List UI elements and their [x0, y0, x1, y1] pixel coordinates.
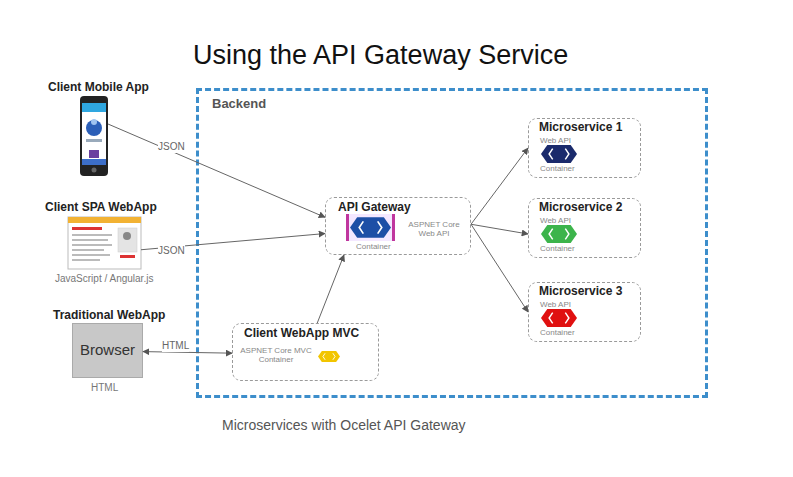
diagram-caption: Microservices with Ocelet API Gateway: [222, 417, 466, 433]
container-box: Client WebApp MVC ASPNET Core MVC Contain…: [232, 323, 379, 381]
container-icon: [318, 351, 340, 362]
node-heading: Client Mobile App: [48, 81, 149, 95]
container-box: Microservice 1Web API Container: [528, 118, 641, 178]
node-heading: Microservice 1: [539, 121, 622, 135]
container-box: Microservice 2Web API Container: [528, 198, 641, 258]
tech-note: Web API: [540, 216, 571, 225]
container-icon: [541, 145, 577, 163]
container-note: Container: [540, 244, 575, 253]
node-heading: Client SPA WebApp: [45, 201, 157, 215]
container-icon: [541, 225, 577, 243]
connector-arrow: [471, 148, 528, 224]
client-app: Client SPA WebAppJavaScript / Angular.js: [68, 217, 141, 269]
node-heading: API Gateway: [338, 201, 411, 215]
protocol-note: HTML: [91, 382, 118, 394]
connector-arrow: [471, 224, 528, 234]
container-icon: [541, 309, 577, 327]
node-heading: Traditional WebApp: [53, 309, 165, 323]
tech-note: Web API: [540, 136, 571, 145]
diagram-title: Using the API Gateway Service: [193, 40, 568, 71]
client-app: Client Mobile App: [80, 96, 108, 176]
tech-note: JavaScript / Angular.js: [55, 273, 153, 285]
node-heading: Microservice 3: [539, 285, 622, 299]
edge-label: JSON: [158, 245, 185, 257]
node-heading: Client WebApp MVC: [244, 327, 359, 341]
edge-label: JSON: [158, 141, 185, 153]
container-note: Container: [540, 328, 575, 337]
edge-label: HTML: [162, 340, 189, 352]
connector-arrow: [143, 352, 232, 354]
connector-arrow: [317, 255, 344, 323]
boundary-heading: Backend: [212, 97, 266, 112]
node-heading: Microservice 2: [539, 201, 622, 215]
browser-label: Browser: [73, 341, 142, 358]
web-app-screenshot: [68, 217, 141, 269]
browser-box: Traditional WebAppBrowserHTML: [72, 323, 143, 378]
container-box: API GatewayContainer ASPNET Core Web API: [325, 197, 471, 255]
tech-note: ASPNET Core Web API: [404, 220, 464, 238]
container-note: Container: [356, 242, 391, 251]
connector-arrow: [471, 224, 528, 312]
container-icon: [346, 214, 395, 241]
container-note: Container: [540, 164, 575, 173]
tech-note: ASPNET Core MVC Container: [239, 346, 313, 364]
container-box: Microservice 3Web API Container: [528, 282, 641, 342]
backend-boundary: BackendAPI GatewayContainerASPNET Core W…: [196, 88, 708, 398]
tech-note: Web API: [540, 300, 571, 309]
phone-illustration: [80, 96, 108, 176]
